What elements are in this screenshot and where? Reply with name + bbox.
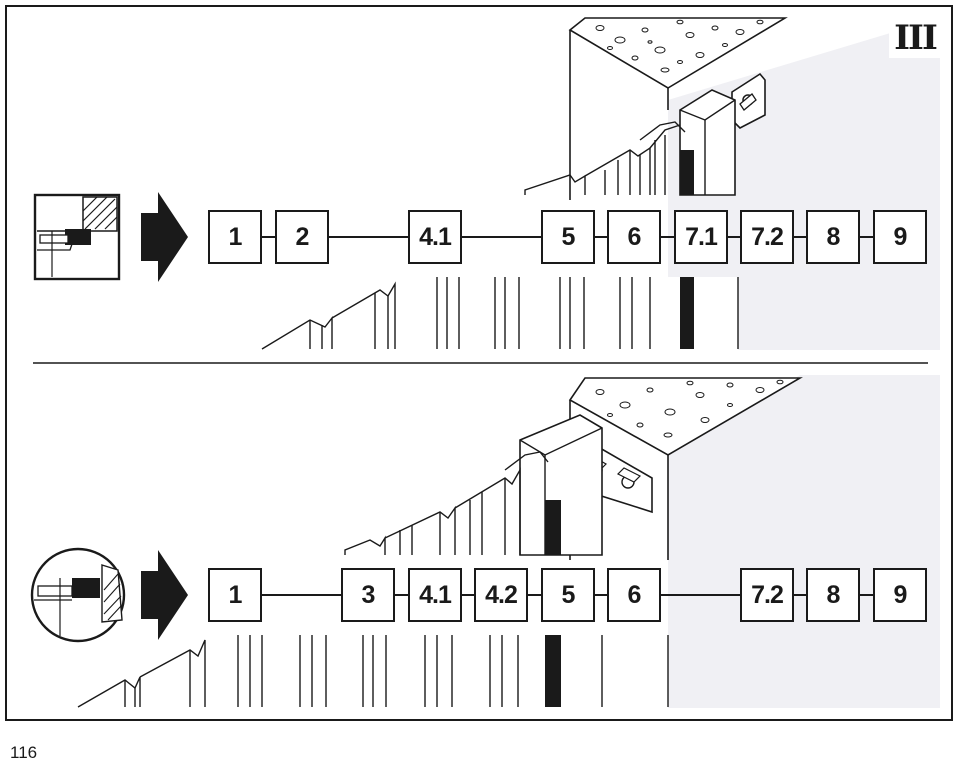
step-box-top-3[interactable]: 4.1 [408, 210, 462, 264]
page-frame [5, 5, 953, 721]
concrete-bottom [568, 377, 803, 456]
step-box-top-8[interactable]: 8 [806, 210, 860, 264]
profile-fins-top [524, 121, 686, 195]
mounting-detail-square-icon [33, 193, 121, 281]
bottom-panel [30, 375, 940, 708]
step-box-bottom-9[interactable]: 9 [873, 568, 927, 622]
arrow-right-icon-top [141, 192, 188, 282]
concrete-speckles [595, 19, 764, 73]
step-box-top-7[interactable]: 7.2 [740, 210, 794, 264]
step-box-top-2[interactable]: 2 [275, 210, 329, 264]
step-box-top-6[interactable]: 7.1 [674, 210, 728, 264]
wall-face-bottom [668, 375, 940, 708]
section-badge: III [889, 18, 941, 58]
step-box-bottom-4[interactable]: 4.2 [474, 568, 528, 622]
step-box-bottom-2[interactable]: 3 [341, 568, 395, 622]
step-box-bottom-7[interactable]: 7.2 [740, 568, 794, 622]
wall-side-top [570, 30, 668, 350]
step-box-bottom-3[interactable]: 4.1 [408, 568, 462, 622]
step-box-top-5[interactable]: 6 [607, 210, 661, 264]
concrete-top [568, 17, 788, 89]
profile-lines-lower-top [261, 277, 739, 350]
step-box-bottom-8[interactable]: 8 [806, 568, 860, 622]
step-box-bottom-1[interactable]: 1 [208, 568, 262, 622]
page-number: 116 [10, 743, 38, 762]
step-box-top-9[interactable]: 9 [873, 210, 927, 264]
step-box-top-4[interactable]: 5 [541, 210, 595, 264]
top-panel [33, 17, 940, 350]
step-box-bottom-5[interactable]: 5 [541, 568, 595, 622]
step-box-top-1[interactable]: 1 [208, 210, 262, 264]
mounting-detail-circle-icon [30, 547, 126, 643]
step-box-bottom-6[interactable]: 6 [607, 568, 661, 622]
arrow-right-icon-bottom [141, 550, 188, 640]
